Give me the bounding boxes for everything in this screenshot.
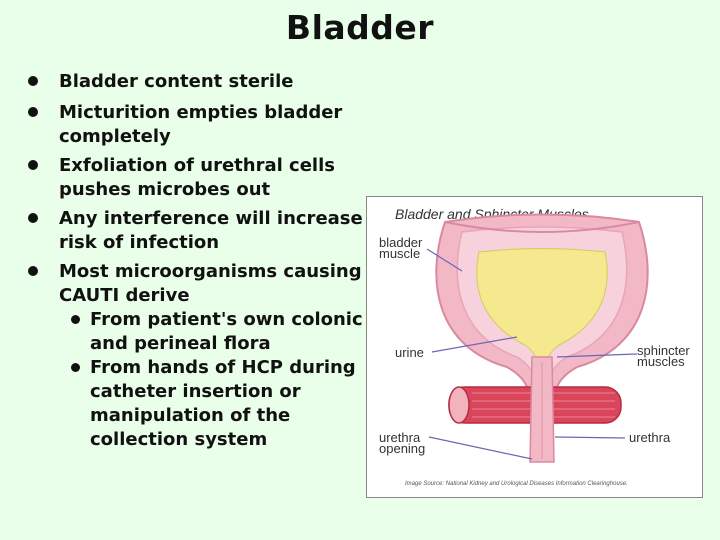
bullet-item: Any interference will increase risk of i…	[28, 207, 388, 255]
label-urethra-opening: urethra	[379, 430, 421, 445]
label-sphincter: sphincter	[637, 343, 690, 358]
label-sphincter-2: muscles	[637, 354, 685, 369]
label-urethra: urethra	[629, 430, 671, 445]
sub-bullet-list: From patient's own colonic and perineal …	[59, 308, 388, 452]
bladder-illustration: Bladder and Sphincter Muscles	[379, 206, 690, 487]
bladder-diagram: Bladder and Sphincter Muscles	[366, 196, 703, 498]
sub-bullet-item: From hands of HCP during catheter insert…	[59, 356, 388, 452]
bullet-item: Exfoliation of urethral cells pushes mic…	[28, 154, 388, 202]
sub-bullet-item: From patient's own colonic and perineal …	[59, 308, 388, 356]
bullet-item: Most microorganisms causing CAUTI derive…	[28, 260, 388, 452]
urine-fill	[476, 248, 608, 366]
label-urine: urine	[395, 345, 424, 360]
bullet-item: Bladder content sterile	[28, 70, 388, 94]
label-bladder-muscle: bladder	[379, 235, 423, 250]
image-source: Image Source: National Kidney and Urolog…	[405, 481, 628, 487]
label-urethra-opening-2: opening	[379, 441, 425, 456]
bullet-text: Most microorganisms causing CAUTI derive	[59, 261, 362, 306]
bullet-list: Bladder content sterile Micturition empt…	[28, 70, 388, 457]
slide-title: Bladder	[285, 8, 435, 47]
bullet-item: Micturition empties bladder completely	[28, 101, 388, 149]
label-bladder-muscle-2: muscle	[379, 246, 420, 261]
